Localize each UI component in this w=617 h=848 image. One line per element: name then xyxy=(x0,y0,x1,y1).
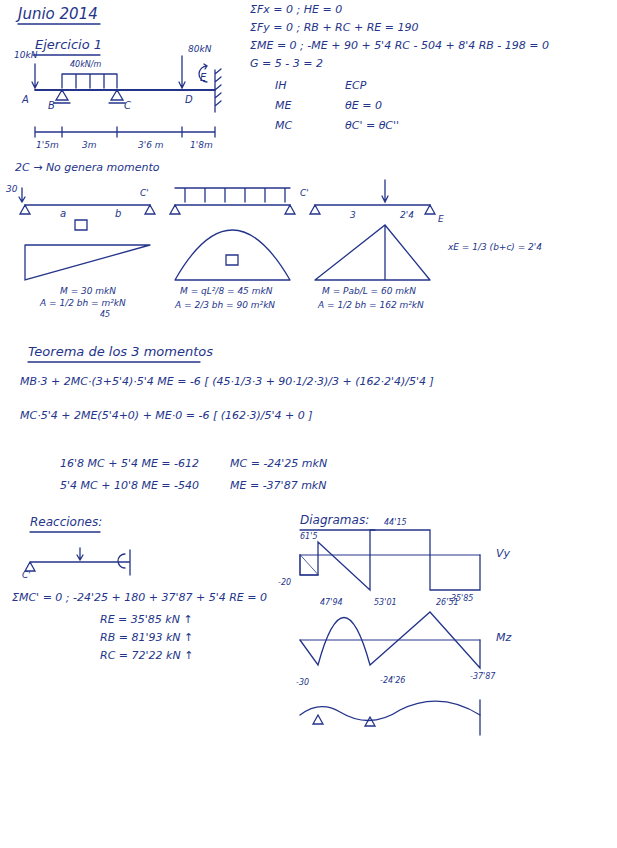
annotation-text: A xyxy=(22,94,29,106)
page-title: Junio 2014 xyxy=(18,6,98,23)
annotation-text: Reacciones: xyxy=(30,516,102,530)
annotation-text: ECP xyxy=(345,80,366,93)
annotation-text: RC = 72'22 kN ↑ xyxy=(100,650,193,663)
annotation-text: 44'15 xyxy=(384,518,407,527)
annotation-text: C' xyxy=(140,188,149,198)
annotation-text: ΣMC' = 0 ; -24'25 + 180 + 37'87 + 5'4 RE… xyxy=(12,592,267,605)
annotation-text: 2C → No genera momento xyxy=(15,162,160,175)
annotation-text: 3m xyxy=(82,140,97,150)
annotation-text: ME xyxy=(275,100,291,113)
annotation-text: D xyxy=(185,94,193,106)
annotation-text: θC' = θC'' xyxy=(345,120,399,133)
annotation-text: 2'4 xyxy=(400,210,414,220)
annotation-text: a xyxy=(60,208,66,220)
annotation-text: E xyxy=(438,214,444,224)
annotation-text: Mz xyxy=(496,632,511,645)
annotation-text: 1'8m xyxy=(190,140,213,150)
annotation-text: Ejercicio 1 xyxy=(35,38,102,53)
annotation-text: 61'5 xyxy=(300,532,317,541)
annotation-text: C' xyxy=(22,570,31,580)
annotation-text: MC = -24'25 mkN xyxy=(230,458,327,471)
annotation-text: B xyxy=(48,100,55,112)
annotation-text: C' xyxy=(300,188,309,198)
annotation-text: MB·3 + 2MC·(3+5'4)·5'4 ME = -6 [ (45·1/3… xyxy=(20,376,434,389)
annotation-text: 3'6 m xyxy=(138,140,164,150)
annotation-text: C xyxy=(124,100,131,112)
annotation-text: M = qL²/8 = 45 mkN xyxy=(180,286,272,296)
annotation-text: RB = 81'93 kN ↑ xyxy=(100,632,193,645)
annotation-text: A = 1/2 bh = m²kN xyxy=(40,298,126,308)
annotation-text: 80kN xyxy=(188,44,211,54)
annotation-text: M = Pab/L = 60 mkN xyxy=(322,286,416,296)
annotation-text: E xyxy=(200,72,206,84)
annotation-text: A = 2/3 bh = 90 m²kN xyxy=(175,300,275,310)
annotation-text: -30 xyxy=(296,678,309,687)
annotation-text: 26'51 xyxy=(436,598,459,607)
annotation-text: 1'5m xyxy=(36,140,59,150)
annotation-text: RE = 35'85 kN ↑ xyxy=(100,614,193,627)
annotation-text: -20 xyxy=(278,578,291,587)
annotation-text: b xyxy=(115,208,121,220)
annotation-text: θE = 0 xyxy=(345,100,382,113)
annotation-text: A = 1/2 bh = 162 m²kN xyxy=(318,300,424,310)
annotation-text: ΣFy = 0 ; RB + RC + RE = 190 xyxy=(250,22,418,35)
annotation-text: 10kN xyxy=(14,50,37,60)
annotation-text: Diagramas: xyxy=(300,514,369,528)
annotation-text: M = 30 mkN xyxy=(60,286,116,296)
annotation-text: 16'8 MC + 5'4 ME = -612 xyxy=(60,458,199,471)
annotation-text: -24'26 xyxy=(380,676,405,685)
annotation-text: MC xyxy=(275,120,292,133)
annotation-text: ME = -37'87 mkN xyxy=(230,480,326,493)
annotation-text: ΣFx = 0 ; HE = 0 xyxy=(250,4,342,17)
annotation-text: 40kN/m xyxy=(70,60,101,69)
annotation-text: 5'4 MC + 10'8 ME = -540 xyxy=(60,480,199,493)
annotation-text: IH xyxy=(275,80,287,93)
annotation-text: xE = 1/3 (b+c) = 2'4 xyxy=(448,242,542,252)
annotation-text: 3 xyxy=(350,210,356,220)
annotation-text: -37'87 xyxy=(470,672,495,681)
annotation-text: ΣME = 0 ; -ME + 90 + 5'4 RC - 504 + 8'4 … xyxy=(250,40,549,53)
annotation-text: 53'01 xyxy=(374,598,397,607)
annotation-text: 47'94 xyxy=(320,598,343,607)
annotation-text: G = 5 - 3 = 2 xyxy=(250,58,323,71)
annotation-text: 45 xyxy=(100,310,110,319)
annotation-text: MC·5'4 + 2ME(5'4+0) + ME·0 = -6 [ (162·3… xyxy=(20,410,313,423)
annotation-text: Vy xyxy=(496,548,510,561)
annotation-text: 30 xyxy=(6,184,17,194)
annotation-text: Teorema de los 3 momentos xyxy=(28,345,213,360)
